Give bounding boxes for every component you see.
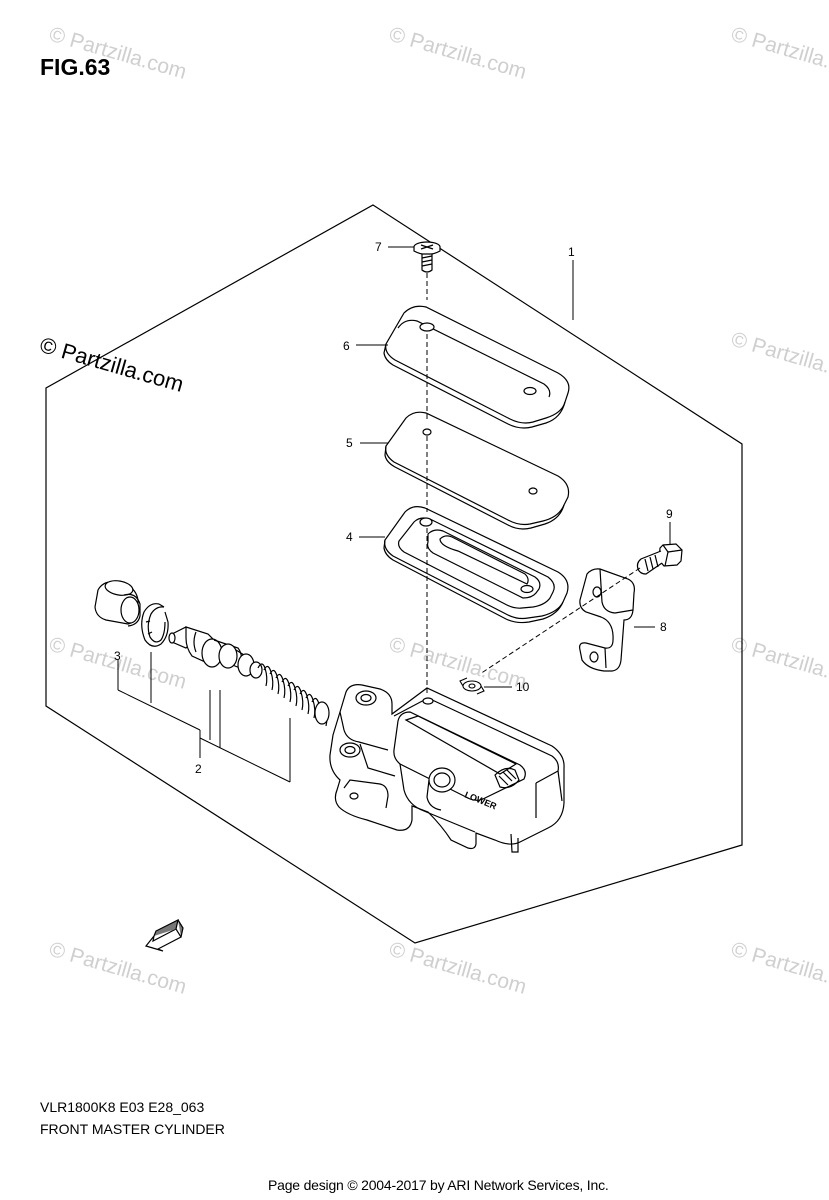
watermark-group: © Partzilla.com © Partzilla.com © Partzi… xyxy=(47,23,829,999)
part-10-clip[interactable] xyxy=(459,677,485,695)
watermark-text: © Partzilla.com xyxy=(47,938,189,999)
part-6-reservoir-cap[interactable] xyxy=(383,305,570,429)
part-4-diaphragm[interactable] xyxy=(383,506,569,624)
part-8-clamp[interactable] xyxy=(579,568,635,672)
watermark-text: © Partzilla.com xyxy=(729,23,829,84)
watermark-text: © Partzilla.com xyxy=(729,328,829,389)
fwd-arrow xyxy=(144,918,184,952)
part-9-bolt[interactable] xyxy=(636,543,683,575)
model-code: VLR1800K8 E03 E28_063 xyxy=(40,1099,205,1115)
watermark-text: © Partzilla.com xyxy=(387,23,529,84)
callout-6[interactable]: 6 xyxy=(343,339,350,353)
watermark-text: © Partzilla.com xyxy=(387,938,529,999)
leader-lines xyxy=(117,246,671,783)
part-7-screw[interactable] xyxy=(413,241,441,273)
alignment-lines xyxy=(426,273,641,695)
snap-ring[interactable] xyxy=(141,603,169,647)
callout-5[interactable]: 5 xyxy=(346,436,353,450)
callout-1[interactable]: 1 xyxy=(568,245,575,259)
callout-10[interactable]: 10 xyxy=(516,680,530,694)
master-cylinder-body[interactable] xyxy=(329,684,565,853)
footer-credit: Page design © 2004-2017 by ARI Network S… xyxy=(268,1177,609,1193)
callout-9[interactable]: 9 xyxy=(666,507,673,521)
callout-numbers: 1 2 3 4 5 6 7 8 9 10 xyxy=(114,240,673,776)
callout-4[interactable]: 4 xyxy=(346,530,353,544)
part-2-piston-set[interactable] xyxy=(168,626,330,727)
watermark-text: © Partzilla.com xyxy=(47,23,189,84)
figure-title: FIG.63 xyxy=(40,54,111,80)
part-3-dust-boot[interactable] xyxy=(94,579,141,627)
watermark-text: © Partzilla.com xyxy=(729,633,829,694)
callout-3[interactable]: 3 xyxy=(114,649,121,663)
watermark-text: © Partzilla.com xyxy=(387,633,529,694)
callout-7[interactable]: 7 xyxy=(375,240,382,254)
watermark-text: © Partzilla.com xyxy=(729,938,829,999)
callout-2[interactable]: 2 xyxy=(195,762,202,776)
assembly-boundary xyxy=(45,204,743,944)
assembly-name: FRONT MASTER CYLINDER xyxy=(40,1121,225,1137)
callout-8[interactable]: 8 xyxy=(660,620,667,634)
part-5-diaphragm-plate[interactable] xyxy=(384,411,570,530)
